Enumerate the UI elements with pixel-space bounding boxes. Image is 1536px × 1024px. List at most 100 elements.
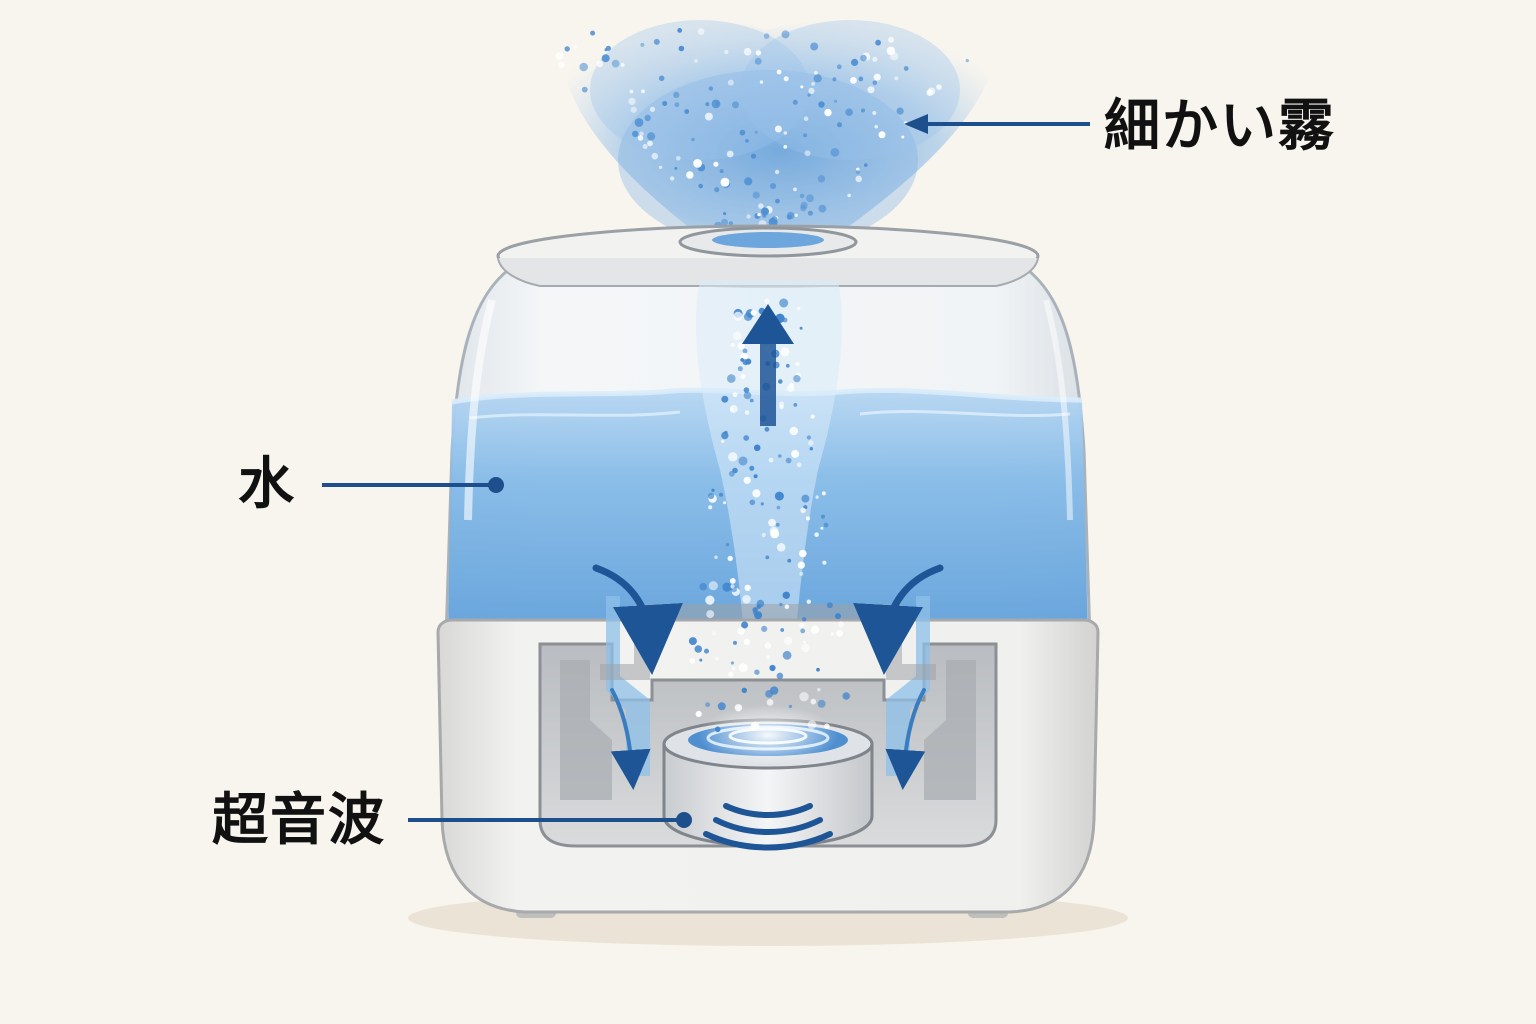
mist-droplet: [860, 54, 867, 62]
rising-droplet: [765, 690, 773, 698]
rising-droplet: [760, 502, 764, 506]
mist-droplet: [611, 59, 620, 68]
mist-droplet: [754, 130, 758, 134]
mist-droplet: [693, 159, 702, 168]
mist-droplet: [637, 135, 644, 141]
mist-droplet: [705, 102, 710, 107]
mist-droplet: [864, 163, 868, 167]
rising-droplet: [801, 494, 810, 503]
rising-droplet: [756, 604, 762, 609]
rising-droplet: [741, 621, 749, 629]
mist-droplet: [732, 101, 739, 109]
rising-droplet: [764, 642, 772, 649]
mist-droplet: [861, 108, 865, 113]
mist-droplet: [601, 54, 610, 63]
rising-droplet: [801, 643, 810, 653]
mist-droplet: [847, 193, 851, 198]
rising-droplet: [743, 435, 750, 441]
rising-droplet: [814, 532, 819, 537]
mist-droplet: [936, 84, 942, 90]
rising-droplet: [761, 625, 768, 633]
mist-droplet: [658, 75, 665, 82]
mist-droplet: [875, 39, 881, 46]
mist-droplet: [649, 106, 656, 112]
rising-droplet: [823, 522, 829, 528]
rising-droplet: [776, 505, 781, 510]
rising-droplet: [729, 578, 736, 584]
mist-droplet: [775, 198, 780, 204]
mist-droplet: [673, 91, 680, 98]
rising-droplet: [779, 298, 789, 308]
rising-droplet: [774, 491, 784, 501]
rising-droplet: [742, 595, 751, 604]
mist-droplet: [642, 144, 648, 149]
mist-droplet: [851, 58, 859, 66]
rising-droplet: [799, 571, 804, 576]
rising-droplet: [835, 613, 841, 620]
mist-droplet: [794, 213, 798, 217]
rising-droplet: [717, 702, 726, 711]
mist-droplet: [783, 145, 788, 149]
rising-droplet: [765, 555, 770, 560]
mist-droplet: [573, 45, 578, 50]
label-ultrasonic: 超音波: [212, 787, 386, 853]
mist-droplet: [697, 28, 705, 35]
rising-droplet: [785, 457, 792, 464]
mist-droplet: [799, 193, 805, 199]
mist-droplet: [814, 70, 818, 75]
mist-droplet: [629, 89, 634, 94]
rising-droplet: [721, 439, 725, 443]
rising-droplet: [822, 560, 827, 565]
rising-droplet: [738, 456, 748, 466]
mist-droplet: [850, 77, 857, 84]
mist-droplet: [800, 201, 808, 209]
mist-droplet: [858, 76, 864, 82]
mist-droplet: [763, 33, 770, 39]
rising-droplet: [731, 666, 736, 671]
mist-droplet: [752, 191, 760, 199]
rising-droplet: [727, 374, 736, 383]
rising-droplet: [787, 558, 792, 563]
rising-droplet: [742, 359, 749, 366]
mist-droplet: [698, 183, 703, 189]
rising-droplet: [821, 491, 826, 496]
rising-droplet: [778, 401, 785, 407]
rising-droplet: [749, 465, 755, 471]
rising-droplet: [806, 599, 811, 604]
mist-droplet: [855, 175, 862, 183]
rising-droplet: [722, 582, 732, 592]
rising-droplet: [824, 723, 830, 730]
rising-droplet: [742, 353, 749, 360]
rising-droplet: [842, 692, 850, 700]
rising-droplet: [721, 395, 729, 403]
mist-droplet: [555, 52, 564, 60]
leader-lines: [322, 114, 1090, 828]
mist-droplet: [713, 161, 719, 167]
rising-droplet: [749, 499, 756, 506]
mist-droplet: [639, 131, 644, 136]
mist-droplet: [894, 76, 899, 81]
mist-droplet: [669, 176, 675, 181]
mist-droplet: [886, 46, 896, 56]
mist-droplet: [691, 137, 695, 142]
rising-droplet: [744, 410, 750, 415]
rising-droplet: [733, 640, 737, 645]
rising-droplet: [789, 426, 799, 436]
mist-droplet: [755, 50, 762, 56]
mist-droplet: [750, 153, 757, 159]
rising-droplet: [799, 692, 809, 702]
rising-droplet: [830, 632, 835, 636]
rising-droplet: [728, 671, 734, 678]
rising-droplet: [708, 505, 713, 510]
mist-droplet: [830, 148, 840, 157]
rising-droplet: [743, 476, 751, 484]
rising-droplet: [797, 561, 805, 569]
mist-droplet: [800, 85, 804, 89]
mist-droplet: [855, 170, 860, 175]
rising-droplet: [699, 582, 707, 591]
rising-droplet: [708, 492, 715, 500]
rising-droplet: [753, 474, 758, 479]
mist-droplet: [684, 109, 690, 114]
rising-droplet: [808, 440, 814, 446]
